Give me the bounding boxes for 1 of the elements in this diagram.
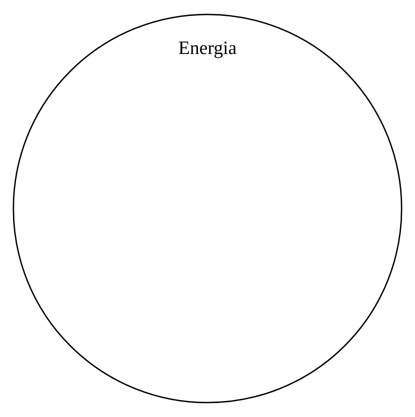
node-circle: Energia [12, 14, 402, 404]
